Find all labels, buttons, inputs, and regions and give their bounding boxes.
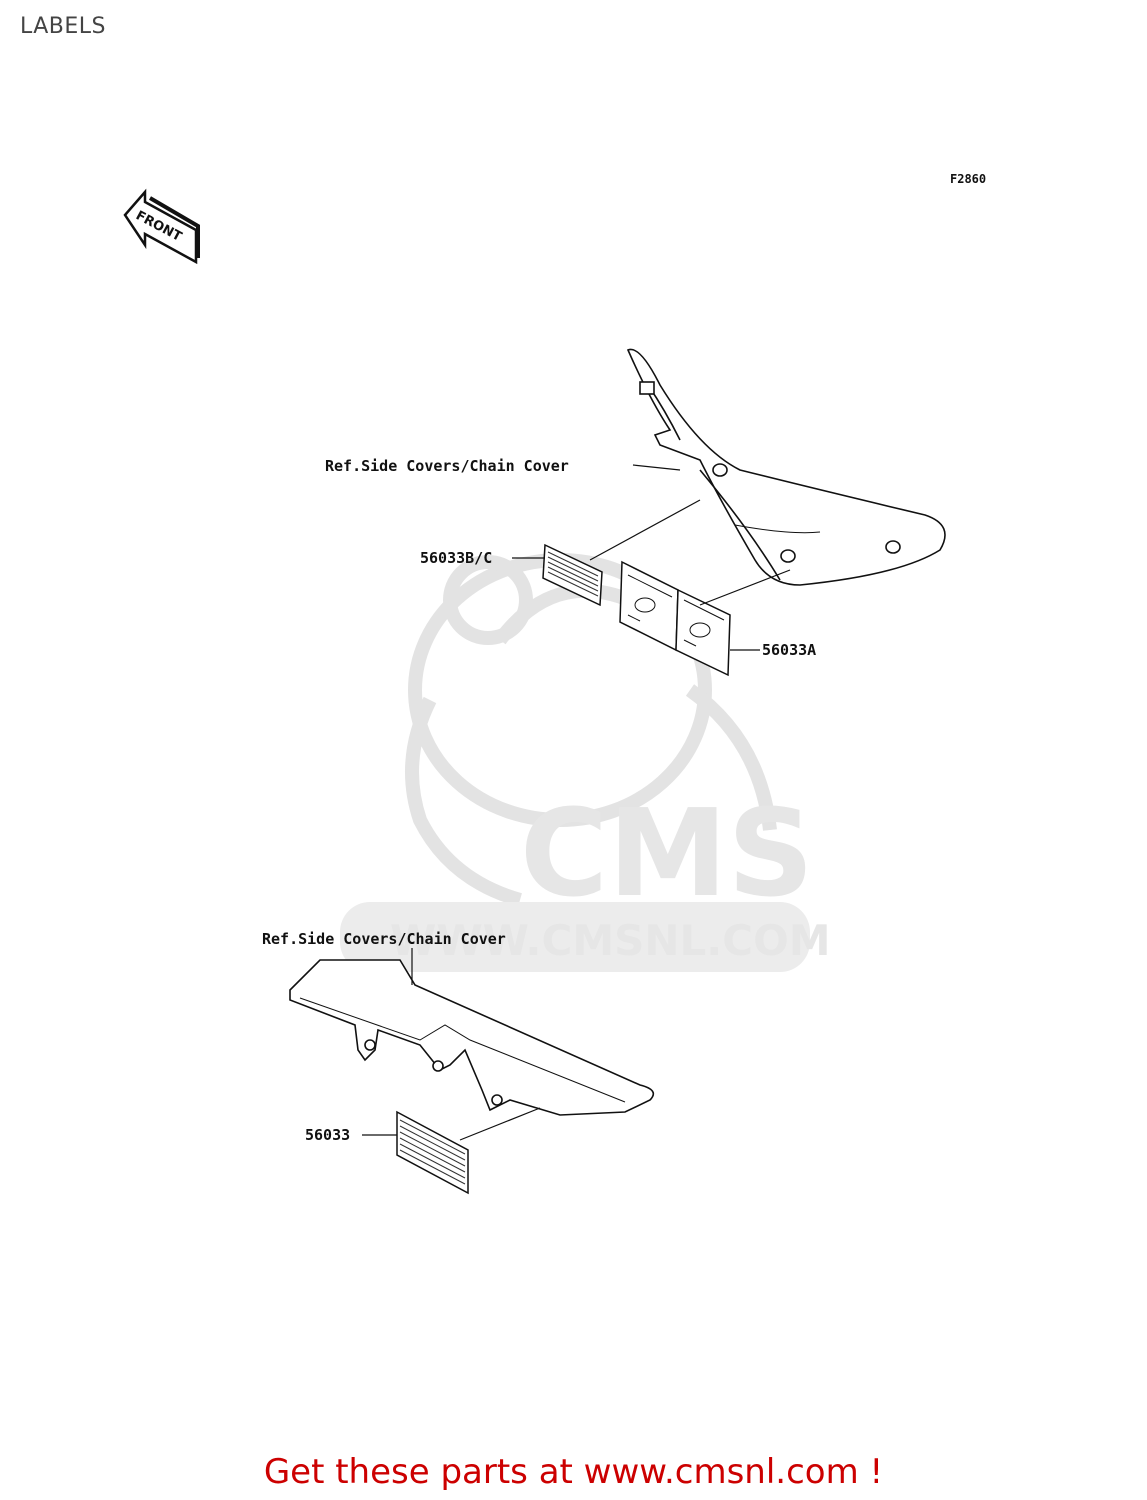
footer-promo-link[interactable]: Get these parts at www.cmsnl.com !: [263, 1452, 884, 1492]
side-cover-drawing: [626, 348, 946, 586]
parts-diagram: CMS WWW.CMSNL.COM F2860 FRONT Ref.Side C…: [123, 172, 986, 1195]
leader-56033-to-cover: [459, 1107, 541, 1141]
watermark-logo-text: CMS: [520, 785, 814, 924]
figure-code: F2860: [950, 172, 986, 186]
callout-ref-upper: Ref.Side Covers/Chain Cover: [325, 457, 569, 475]
page-title: LABELS: [20, 14, 107, 39]
label-56033bc-drawing: [542, 543, 603, 607]
label-56033-drawing: [396, 1110, 469, 1195]
leader-ref-upper: [632, 464, 681, 471]
watermark-url-text: WWW.CMSNL.COM: [390, 916, 831, 965]
callout-56033: 56033: [305, 1126, 350, 1144]
callout-ref-lower: Ref.Side Covers/Chain Cover: [262, 930, 506, 948]
front-arrow-icon: FRONT: [123, 188, 200, 265]
callout-56033a: 56033A: [762, 641, 816, 659]
watermark: CMS WWW.CMSNL.COM: [340, 553, 831, 972]
chain-cover-drawing: [289, 959, 655, 1116]
callout-56033bc: 56033B/C: [420, 549, 492, 567]
leader-56033bc-to-cover: [589, 499, 701, 561]
watermark-url-bar: [340, 902, 810, 972]
leader-56033a-to-cover: [699, 569, 791, 606]
label-56033a-drawing: [619, 560, 731, 677]
